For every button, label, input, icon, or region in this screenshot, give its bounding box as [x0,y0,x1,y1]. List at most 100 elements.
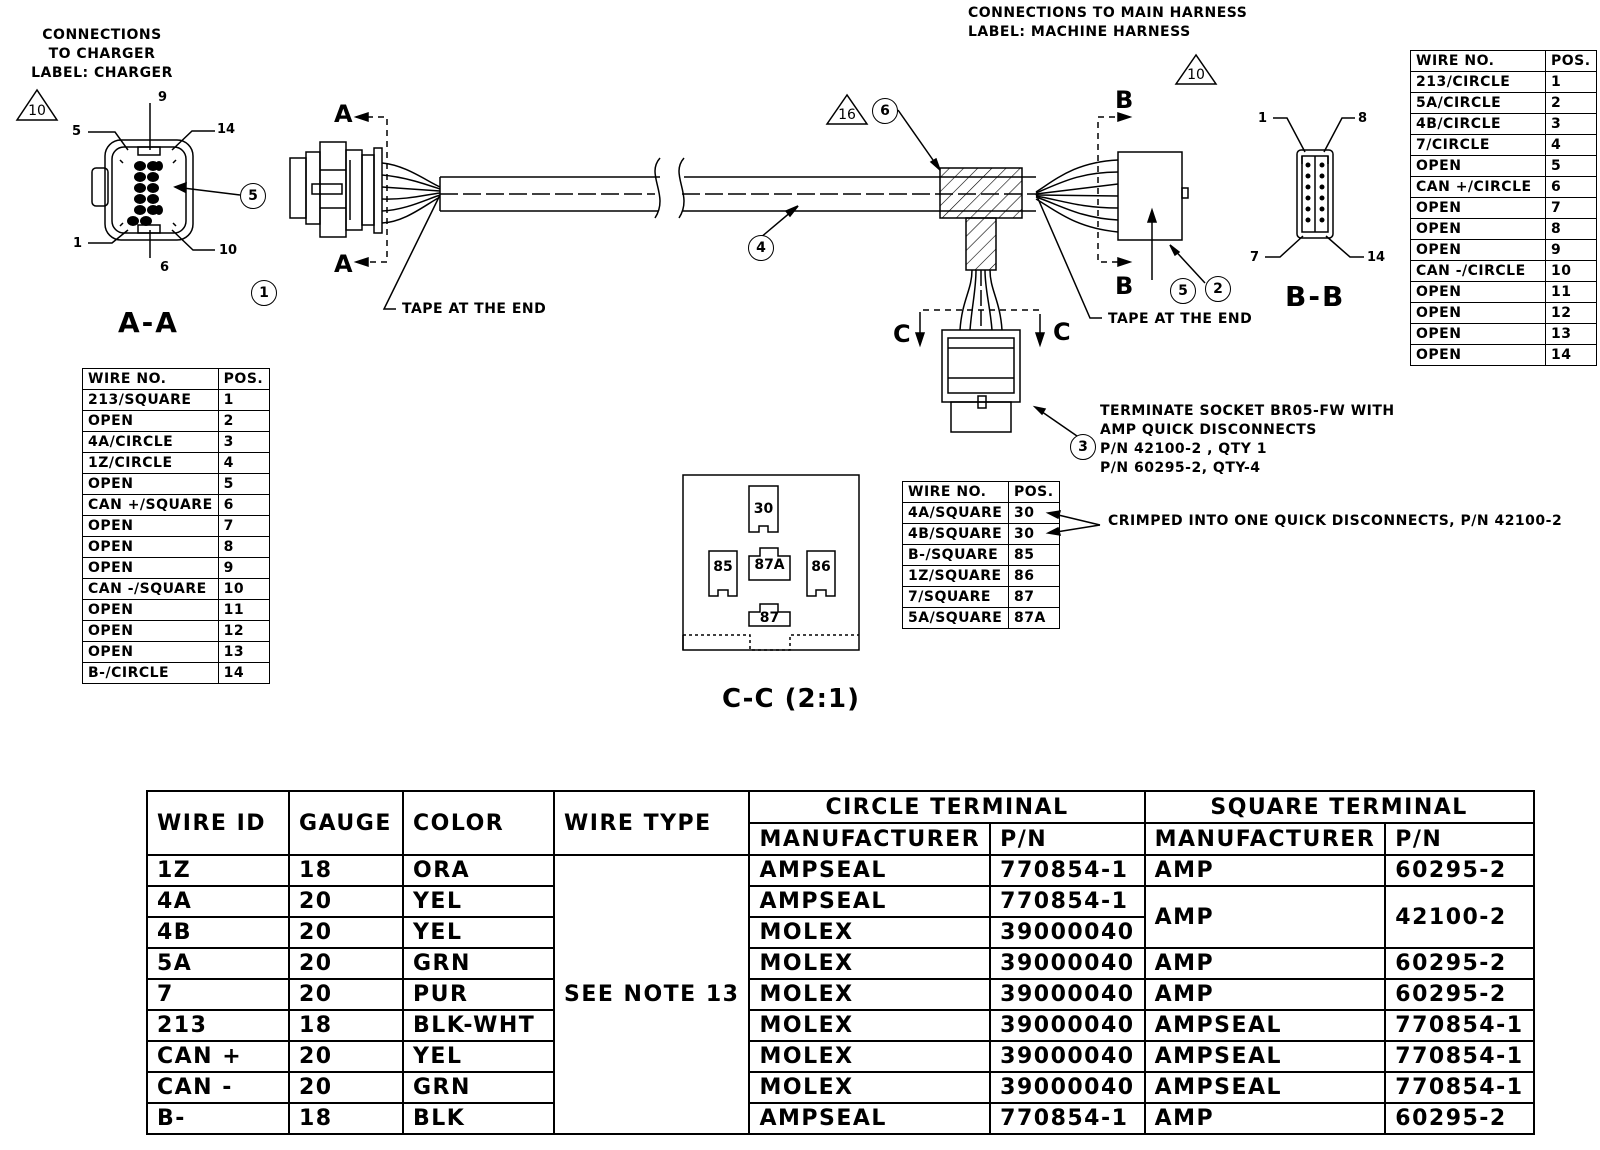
col-header-square-terminal: SQUARE TERMINAL [1143,790,1535,824]
pos-cell: 8 [1545,218,1597,240]
pos-cell: 2 [1545,92,1597,114]
col-header-wire-no: WIRE NO. [1410,50,1546,72]
wire-no-cell: 4A/SQUARE [902,502,1009,524]
cut-label-a-bottom: A [334,250,353,278]
pos-cell: 87 [1008,586,1060,608]
wire-no-cell: 213/SQUARE [82,389,219,411]
gauge-cell: 20 [288,947,404,980]
square-pn-cell: 770854-1 [1384,1009,1535,1042]
col-header-circle-pn: P/N [989,822,1146,856]
wire-no-cell: OPEN [82,557,219,579]
note-line: LABEL: CHARGER [31,64,173,81]
wire-no-cell: 4B/CIRCLE [1410,113,1546,135]
balloon-3: 3 [1070,434,1096,460]
gauge-cell: 18 [288,1009,404,1042]
color-cell: YEL [402,1040,555,1073]
pin-label-10: 10 [219,243,238,258]
balloon-5-aa: 5 [240,183,266,209]
pos-cell: 7 [217,515,270,537]
wire-no-cell: CAN +/SQUARE [82,494,219,516]
pos-cell: 3 [217,431,270,453]
col-header-square-pn: P/N [1384,822,1535,856]
wire-id-cell: CAN + [146,1040,290,1073]
connector-a-face [91,139,194,241]
gauge-cell: 20 [288,978,404,1011]
col-header-circle-terminal: CIRCLE TERMINAL [748,790,1146,824]
wire-no-cell: OPEN [1410,218,1546,240]
balloon-6: 6 [872,98,898,124]
wire-no-cell: OPEN [82,620,219,642]
pos-cell: 8 [217,536,270,558]
cut-label-c-right: C [1053,318,1071,346]
square-manufacturer-cell: AMP [1143,947,1387,980]
pos-cell: 9 [217,557,270,579]
wire-no-cell: OPEN [82,536,219,558]
gauge-cell: 20 [288,1071,404,1104]
col-header-circle-manufacturer: MANUFACTURER [748,822,992,856]
relay-terminal-87: 87 [759,610,780,626]
circle-pn-cell: 39000040 [989,947,1146,980]
wire-no-cell: OPEN [82,641,219,663]
circle-pn-cell: 39000040 [989,1009,1146,1042]
wire-no-cell: 5A/SQUARE [902,607,1009,629]
table-header-row: WIRE NO. POS. [902,481,1060,503]
pos-cell: 30 [1008,523,1060,545]
circle-pn-cell: 39000040 [989,1040,1146,1073]
pos-cell: 12 [1545,302,1597,324]
wire-no-cell: OPEN [82,473,219,495]
wire-id-cell: 5A [146,947,290,980]
color-cell: ORA [402,854,555,887]
square-pn-cell: 60295-2 [1384,947,1535,980]
wire-type-cell: SEE NOTE 13 [552,854,751,1135]
pos-cell: 10 [1545,260,1597,282]
wire-no-cell: B-/SQUARE [902,544,1009,566]
wire-no-cell: 7/CIRCLE [1410,134,1546,156]
relay-face [682,474,860,651]
relay-terminal-86: 86 [811,559,831,575]
circle-pn-cell: 39000040 [989,978,1146,1011]
wire-no-cell: CAN +/CIRCLE [1410,176,1546,198]
wire-id-cell: CAN - [146,1071,290,1104]
wire-no-cell: 1Z/SQUARE [902,565,1009,587]
cut-label-b-bottom: B [1115,272,1134,300]
wire-no-cell: CAN -/CIRCLE [1410,260,1546,282]
section-title-bb: B-B [1285,280,1346,313]
pin-label-1: 1 [73,236,83,251]
wire-id-cell: 213 [146,1009,290,1042]
col-header-wire-id: WIRE ID [146,790,290,856]
color-cell: PUR [402,978,555,1011]
wire-no-cell: 7/SQUARE [902,586,1009,608]
circle-manufacturer-cell: AMPSEAL [748,885,992,918]
circle-manufacturer-cell: MOLEX [748,947,992,980]
relay-terminal-87a: 87A [754,557,785,573]
col-header-gauge: GAUGE [288,790,404,856]
wire-id-cell: B- [146,1102,290,1135]
pos-cell: 6 [1545,176,1597,198]
pos-cell: 86 [1008,565,1060,587]
relay-terminal-30: 30 [753,501,774,517]
pos-cell: 1 [217,389,270,411]
square-pn-cell: 60295-2 [1384,854,1535,887]
square-manufacturer-cell: AMP [1143,885,1387,949]
wire-no-cell: OPEN [82,599,219,621]
